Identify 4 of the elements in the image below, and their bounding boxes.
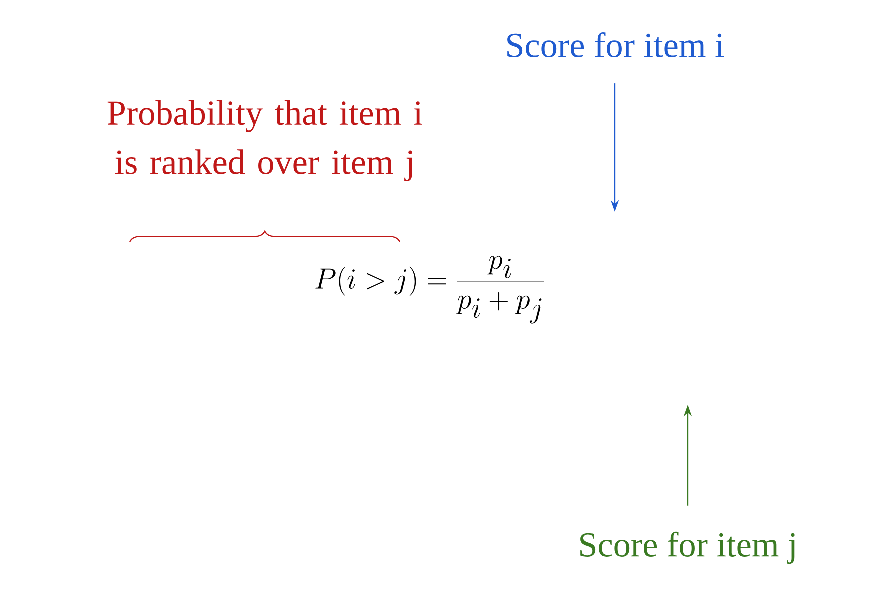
caption-text: Score for item j: [580, 532, 795, 564]
annotation-text: Probability that item i is ranked over item j: [108, 100, 422, 182]
formula: $P(i > j) = \frac{p_i}{p_i + p_j}$: [316, 256, 544, 324]
caption-text: Score for item i: [508, 32, 724, 58]
